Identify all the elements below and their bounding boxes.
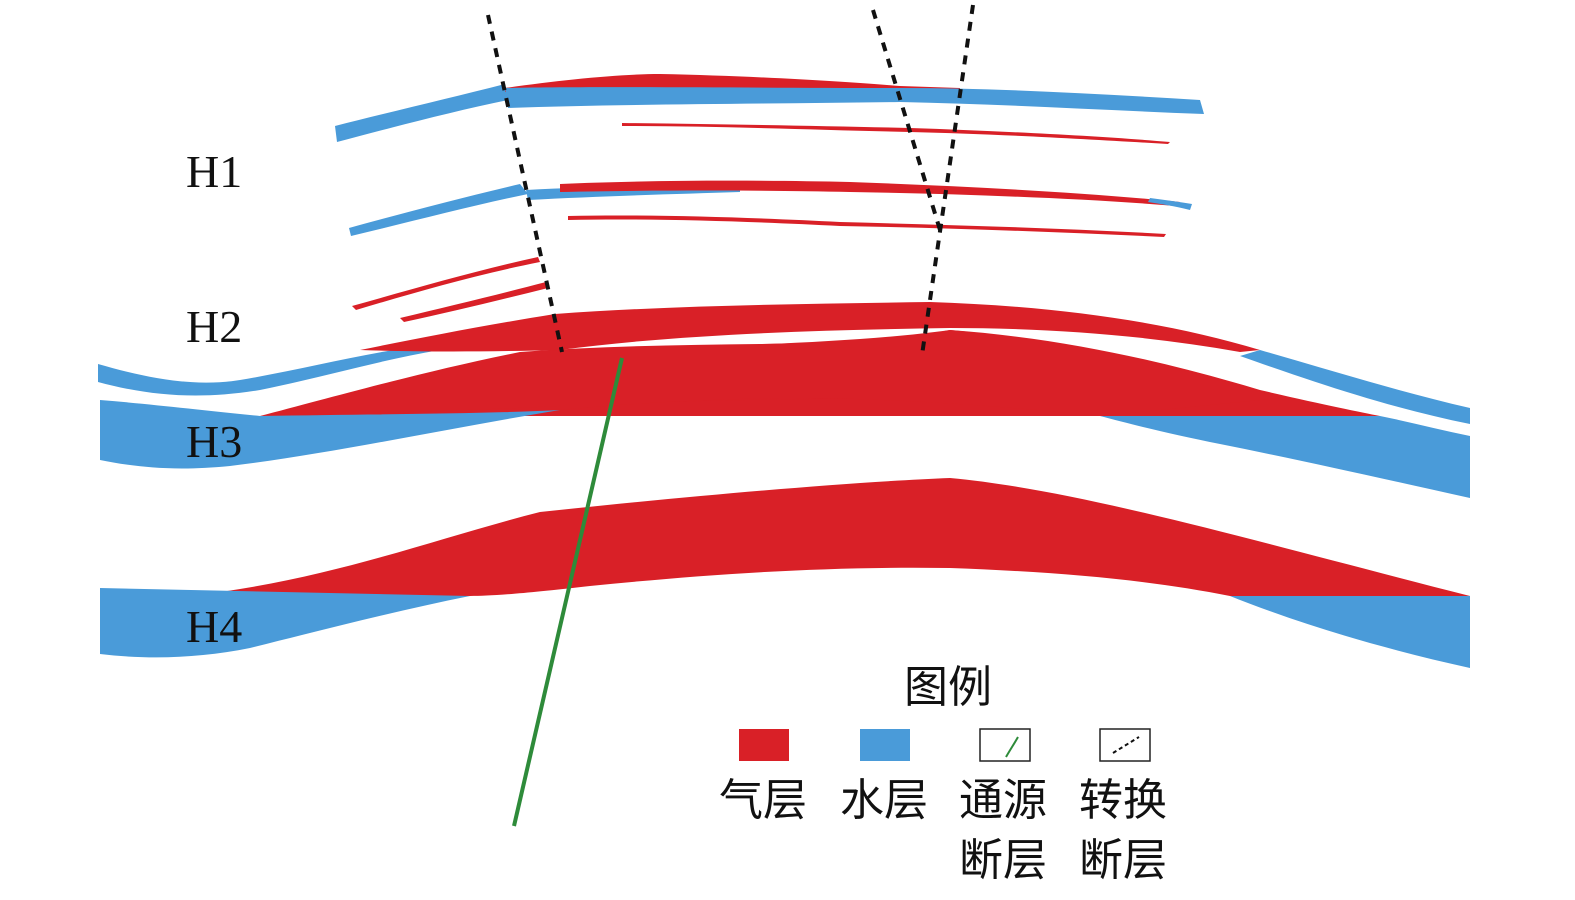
h4-water-right [1230,596,1470,668]
legend-label-source-fault-1: 通源 [959,775,1047,826]
legend-swatch-water [860,729,910,761]
layer-h4 [100,478,1470,668]
legend-swatch-source-fault [979,728,1031,762]
legend-label-transfer-fault-2: 断层 [1079,835,1167,886]
layer-h2-lenses [352,257,548,322]
h1-mid-water-right [1148,198,1192,210]
h4-gas-body [190,478,1470,596]
transfer-fault-right-a [871,9,942,231]
horizon-label-h3: H3 [186,416,242,467]
transfer-faults [486,4,975,356]
h1-upper-water-left [335,84,508,142]
layer-h3 [100,330,1470,498]
h1-mid-gas [560,180,1180,206]
horizon-label-h1: H1 [186,146,242,197]
source-fault [512,357,624,827]
legend-swatch-gas [739,729,789,761]
h1-upper-water-main [505,87,1204,114]
legend-label-source-fault-2: 断层 [959,835,1047,886]
legend-label-transfer-fault-1: 转换 [1079,775,1167,826]
legend-label-gas: 气层 [719,775,807,826]
h3-water-left [100,400,560,469]
h1-mid-water-left [349,184,528,236]
layer-h2-top [98,302,1470,424]
legend: 图例 气层 水层 通源 断层 转换 断层 [719,662,1167,886]
h2-lens-1 [352,257,540,310]
h1-thin-gas-1 [622,123,1170,144]
h2-top-water-left [98,346,440,396]
legend-title: 图例 [904,662,992,713]
horizon-label-h2: H2 [186,301,242,352]
horizon-label-h4: H4 [186,601,242,652]
layer-h1 [335,74,1204,237]
h3-water-right [1100,416,1470,498]
h2-lens-2 [400,282,548,322]
h4-water-left [100,588,470,658]
legend-label-water: 水层 [840,775,928,826]
h2-top-gas [360,302,1260,352]
h2-top-water-right [1240,350,1470,424]
transfer-fault-left [486,14,564,353]
h3-gas-center [560,330,1280,416]
legend-swatch-transfer-fault [1099,728,1151,762]
transfer-fault-right-b [920,4,975,356]
horizon-labels: H1 H2 H3 H4 [186,146,242,652]
h1-thin-gas-2 [568,215,1166,237]
